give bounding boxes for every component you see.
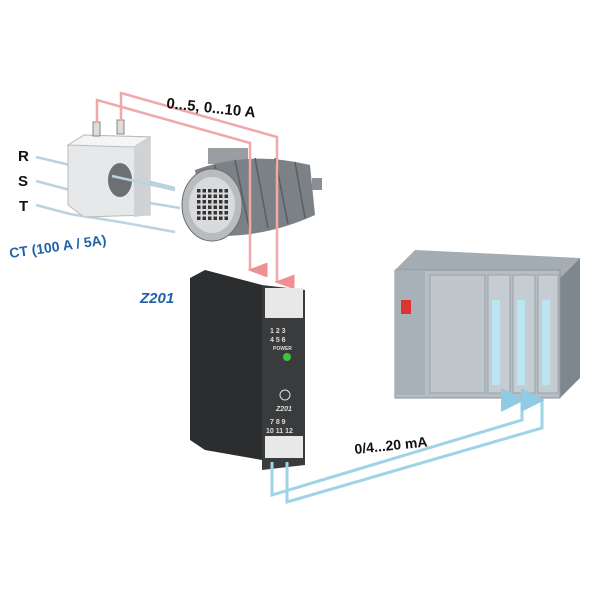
- grill-hole: [213, 200, 217, 204]
- grill-hole: [197, 189, 201, 193]
- grill-hole: [213, 216, 217, 220]
- grill-hole: [213, 205, 217, 209]
- phase-t-label: T: [19, 198, 28, 215]
- grill-hole: [219, 205, 223, 209]
- grill-hole: [197, 216, 201, 220]
- grill-hole: [224, 189, 228, 193]
- grill-hole: [219, 211, 223, 215]
- power-led: [283, 353, 291, 361]
- z201-module: [190, 270, 305, 470]
- phase-s-label: S: [18, 173, 28, 190]
- output-wires: [270, 388, 545, 504]
- grill-hole: [202, 216, 206, 220]
- grill-hole: [213, 211, 217, 215]
- grill-hole: [219, 194, 223, 198]
- grill-hole: [202, 205, 206, 209]
- module-label: Z201: [139, 290, 174, 307]
- current-transformer: [66, 119, 176, 218]
- module-brand: Z201: [275, 406, 292, 413]
- grill-hole: [197, 194, 201, 198]
- grill-hole: [208, 205, 212, 209]
- grill-hole: [224, 200, 228, 204]
- terminals-top-1: 1 2 3: [270, 328, 286, 335]
- grill-hole: [208, 216, 212, 220]
- grill-hole: [224, 211, 228, 215]
- grill-hole: [202, 211, 206, 215]
- grill-hole: [202, 194, 206, 198]
- power-label: POWER: [273, 346, 292, 352]
- phase-r-label: R: [18, 148, 29, 165]
- grill-hole: [213, 194, 217, 198]
- grill-hole: [197, 205, 201, 209]
- plc: [394, 250, 580, 399]
- terminals-top-2: 4 5 6: [270, 337, 286, 344]
- grill-hole: [208, 194, 212, 198]
- grill-hole: [224, 216, 228, 220]
- grill-hole: [197, 200, 201, 204]
- grill-hole: [197, 211, 201, 215]
- terminals-bottom-1: 7 8 9: [270, 419, 286, 426]
- grill-hole: [213, 189, 217, 193]
- motor: [181, 148, 322, 242]
- output-range-label: 0/4...20 mA: [354, 433, 428, 457]
- grill-hole: [224, 205, 228, 209]
- grill-hole: [208, 211, 212, 215]
- grill-hole: [219, 216, 223, 220]
- input-wires: [95, 91, 295, 290]
- grill-hole: [208, 189, 212, 193]
- grill-hole: [208, 200, 212, 204]
- grill-hole: [219, 200, 223, 204]
- grill-hole: [202, 200, 206, 204]
- grill-hole: [219, 189, 223, 193]
- ct-label: CT (100 A / 5A): [8, 232, 107, 261]
- grill-hole: [202, 189, 206, 193]
- terminals-bottom-2: 10 11 12: [266, 428, 293, 435]
- grill-hole: [224, 194, 228, 198]
